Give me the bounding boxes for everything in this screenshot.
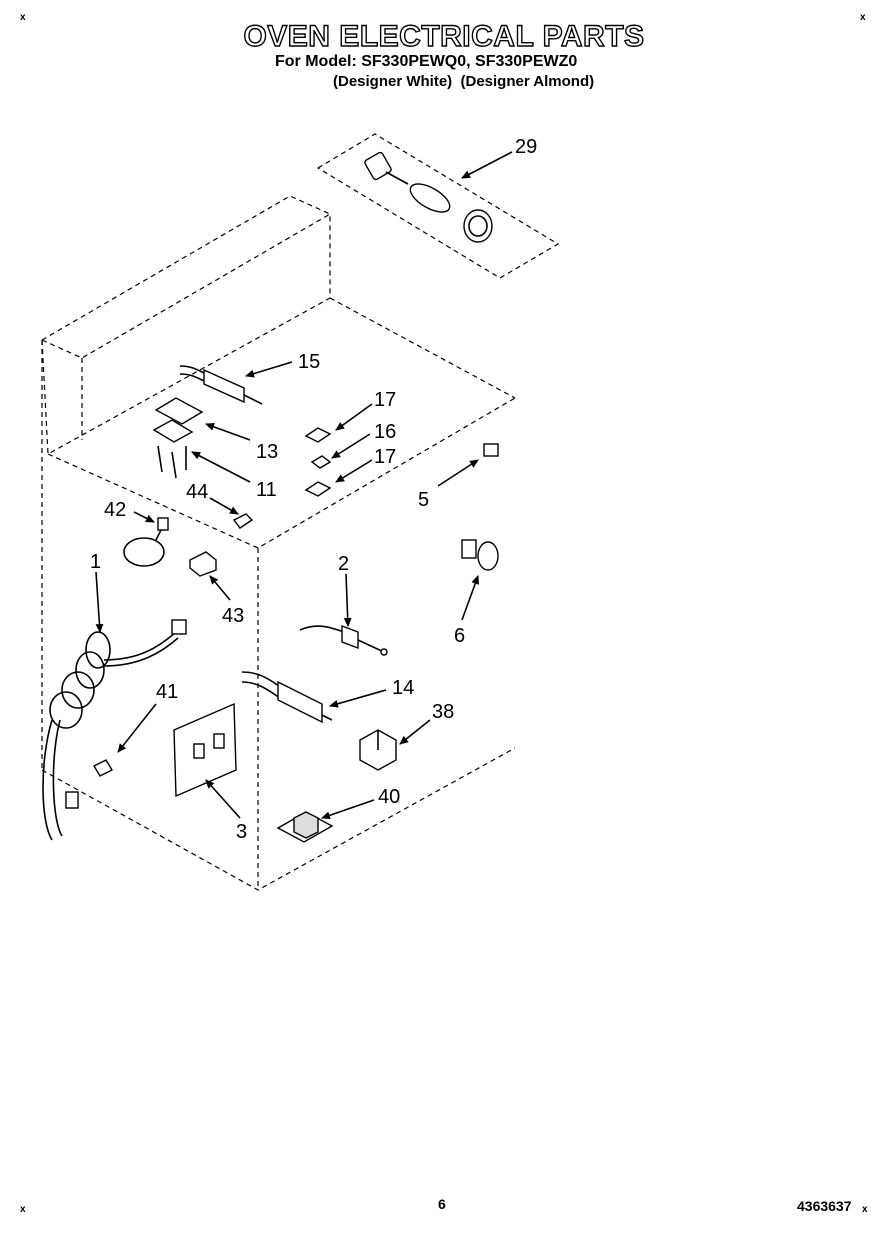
terminal-block-part bbox=[359, 729, 397, 771]
page-number: 6 bbox=[438, 1196, 446, 1212]
light-assembly bbox=[364, 151, 493, 243]
sensor-part bbox=[299, 624, 388, 656]
callout-17-upper: 17 bbox=[374, 389, 396, 411]
callout-17-lower: 17 bbox=[374, 446, 396, 468]
callout-16: 16 bbox=[374, 421, 396, 443]
corner-mark-top-left: x bbox=[20, 12, 26, 23]
callout-29: 29 bbox=[515, 136, 537, 158]
lower-probe-part bbox=[241, 671, 333, 724]
thermostat-part bbox=[461, 539, 499, 571]
model-line: For Model: SF330PEWQ0, SF330PEWZ0 bbox=[275, 53, 578, 70]
variants-line: (Designer White) (Designer Almond) bbox=[333, 73, 595, 90]
connector-block-part bbox=[152, 419, 194, 479]
leader-lines bbox=[95, 151, 513, 820]
power-cord-part bbox=[42, 619, 187, 841]
callout-2: 2 bbox=[338, 553, 349, 575]
callout-15: 15 bbox=[298, 351, 320, 373]
wire-connector-part bbox=[93, 759, 113, 777]
callout-40: 40 bbox=[378, 786, 400, 808]
coiled-wire-part bbox=[123, 517, 169, 567]
callout-43: 43 bbox=[222, 605, 244, 627]
bracket-part bbox=[154, 397, 204, 425]
callout-42: 42 bbox=[104, 499, 126, 521]
light-housing-outline bbox=[316, 133, 560, 279]
callout-11: 11 bbox=[256, 479, 277, 501]
oven-cabinet-outline bbox=[41, 195, 516, 891]
corner-mark-bottom-right: x bbox=[862, 1204, 868, 1215]
callout-38: 38 bbox=[432, 701, 454, 723]
terminal-part bbox=[310, 455, 332, 469]
callout-13: 13 bbox=[256, 441, 278, 463]
callout-1: 1 bbox=[90, 551, 101, 573]
switch-clip-part bbox=[189, 551, 217, 577]
base-block-part bbox=[276, 811, 334, 843]
callout-6: 6 bbox=[454, 625, 465, 647]
callout-44: 44 bbox=[186, 481, 208, 503]
corner-mark-bottom-left: x bbox=[20, 1204, 26, 1215]
callout-5: 5 bbox=[418, 489, 429, 511]
small-clip-part bbox=[483, 443, 499, 457]
clip-part-upper bbox=[304, 427, 332, 443]
switch-plate-part bbox=[173, 702, 237, 798]
corner-mark-top-right: x bbox=[860, 12, 866, 23]
callout-41: 41 bbox=[156, 681, 178, 703]
callout-14: 14 bbox=[392, 677, 414, 699]
callout-3: 3 bbox=[236, 821, 247, 843]
terminal-clip-part bbox=[232, 513, 254, 529]
page-title: OVEN ELECTRICAL PARTS bbox=[243, 19, 645, 53]
document-id: 4363637 bbox=[797, 1198, 852, 1214]
upper-probe-part bbox=[179, 365, 263, 405]
clip-part-lower bbox=[304, 481, 332, 497]
